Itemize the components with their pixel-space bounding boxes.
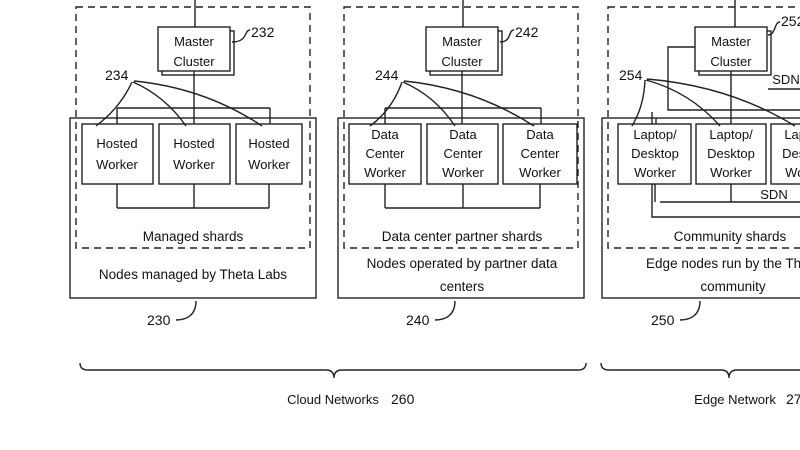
community-shards-label: Community shards [674,229,787,244]
master-cluster-label-line1: Master [442,34,482,49]
ref-234: 234 [105,67,129,83]
sdn-label-bottom: SDN [760,187,787,202]
master-cluster-label-line2: Cluster [710,54,752,69]
laptop-desktop-worker-3 [770,123,800,185]
hosted-worker-3 [235,123,303,185]
master-cluster-242 [425,26,499,72]
worker-label: Laptop/ [784,127,800,142]
partner-nodes-label-line1: Nodes operated by partner data [367,256,558,271]
sdn-top-loop [667,46,800,111]
worker-label: Worker [248,157,290,172]
ref-240: 240 [406,312,430,328]
worker-label: Worker [519,165,561,180]
worker-label: Center [443,146,483,161]
laptop-desktop-worker-2 [695,123,767,185]
ref-244: 244 [375,67,399,83]
partner-nodes-label-line2: centers [440,279,485,294]
theta-nodes-label: Nodes managed by Theta Labs [99,267,287,282]
partner-shards-boundary [343,6,579,249]
data-center-worker-2 [426,123,499,185]
worker-label: Desktop [631,146,679,161]
worker-label: Worker [364,165,406,180]
edge-network-label: Edge Network [694,392,776,407]
worker-label: Data [526,127,554,142]
group-theta-labs: Master Cluster 232 Hosted Worker Hosted … [69,0,317,328]
master-cluster-232 [157,26,231,72]
cloud-networks-brace: Cloud Networks 260 [79,362,587,407]
worker-label: Laptop/ [709,127,753,142]
worker-label: Worker [710,165,752,180]
worker-label: Hosted [96,136,137,151]
ref-250: 250 [651,312,675,328]
partner-shards-label: Data center partner shards [382,229,543,244]
sdn-label-top: SDN [772,72,799,87]
laptop-desktop-worker-1 [617,123,692,185]
master-cluster-label-line2: Cluster [173,54,215,69]
worker-label: Desktop [782,146,800,161]
master-cluster-label-line2: Cluster [441,54,483,69]
ref-230: 230 [147,312,171,328]
community-nodes-box [601,117,800,299]
worker-label: Data [449,127,477,142]
worker-label: Worker [442,165,484,180]
ref-252: 252 [781,13,800,29]
master-cluster-label-line1: Master [174,34,214,49]
ref-270: 270 [786,391,800,407]
worker-label: Hosted [248,136,289,151]
worker-label: Hosted [173,136,214,151]
group-community-edge: SDN SDN Master Cluster 252 Laptop/ Deskt… [601,0,800,328]
edge-network-brace: Edge Network 270 [600,362,800,407]
managed-shards-label: Managed shards [143,229,244,244]
ref-254: 254 [619,67,643,83]
ref-242: 242 [515,24,539,40]
master-cluster-252 [694,26,768,72]
managed-shards-boundary [75,6,311,249]
worker-label: Laptop/ [633,127,677,142]
worker-label: Center [520,146,560,161]
community-nodes-label-line2: community [700,279,766,294]
worker-label: Data [371,127,399,142]
worker-label: Worker [96,157,138,172]
data-center-worker-3 [502,123,578,185]
data-center-worker-1 [348,123,422,185]
master-cluster-label-line1: Master [711,34,751,49]
group-partner-data-centers: Master Cluster 242 Data Center Worker Da… [337,0,585,328]
ref-260: 260 [391,391,415,407]
worker-label: Desktop [707,146,755,161]
community-nodes-label-line1: Edge nodes run by the Theta [646,256,800,271]
theta-nodes-box [69,117,317,299]
hosted-worker-1 [81,123,154,185]
ref-232: 232 [251,24,275,40]
cloud-networks-label: Cloud Networks [287,392,379,407]
worker-label: Worker [173,157,215,172]
community-shards-boundary [607,6,800,249]
partner-nodes-box [337,117,585,299]
hosted-worker-2 [158,123,231,185]
worker-label: Worker [634,165,676,180]
worker-label: Worker [785,165,800,180]
worker-label: Center [365,146,405,161]
